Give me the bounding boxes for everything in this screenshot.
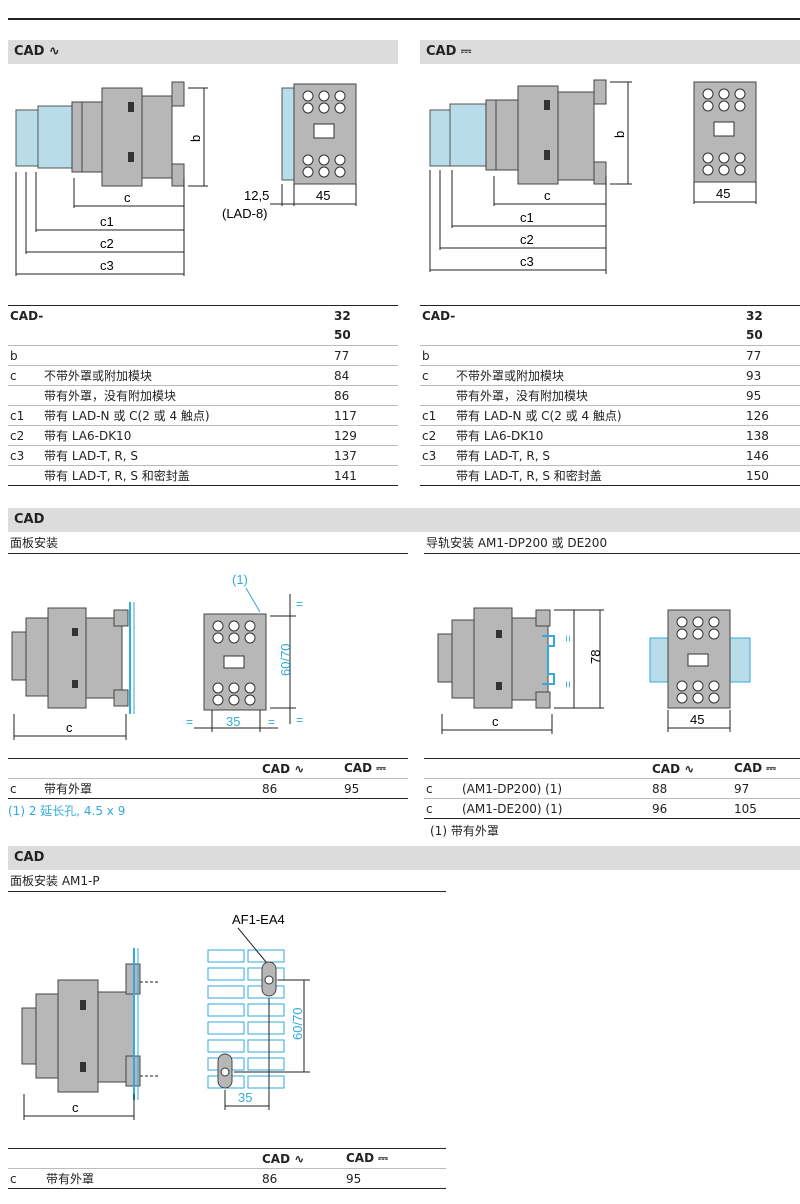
table-size-32: 32 xyxy=(744,305,800,326)
table-head-label: CAD- xyxy=(8,305,332,326)
dim-c3-label: c3 xyxy=(520,254,534,269)
dim-b-label: b xyxy=(612,131,627,138)
af1-ea4-label: AF1-EA4 xyxy=(232,912,285,927)
dim-78-label: 78 xyxy=(588,650,603,664)
note-marker-1: (1) xyxy=(232,572,248,587)
dim-height-label: 60/70 xyxy=(290,1007,305,1040)
eq-label: = xyxy=(561,681,575,688)
lad8-label: (LAD-8) xyxy=(222,206,268,221)
dim-45-label: 45 xyxy=(690,712,704,727)
col-cad-ac: CAD ∿ xyxy=(260,758,342,779)
dim-c3-label: c3 xyxy=(100,258,114,273)
section-header-cad-am1p: CAD xyxy=(8,846,800,870)
dim-height-label: 60/70 xyxy=(278,643,293,676)
figure-cad-ac-dimensions: b c c1 c2 c3 45 12,5 (LAD-8) xyxy=(15,81,357,276)
figure-cad-dc-dimensions: b c c1 c2 c3 45 xyxy=(429,79,757,274)
table-row: c (AM1-DP200) (1) 88 97 xyxy=(424,778,800,799)
dim-c1-label: c1 xyxy=(100,214,114,229)
col-cad-dc: CAD ⎓ xyxy=(344,1148,446,1169)
col-cad-ac: CAD ∿ xyxy=(650,758,732,779)
section-header-cad-panel: CAD xyxy=(8,508,800,532)
eq-label: = xyxy=(268,715,275,729)
eq-label: = xyxy=(561,635,575,642)
dim-c-label: c xyxy=(66,720,73,735)
table-am1p: CAD ∿ CAD ⎓ c 带有外罩 86 95 xyxy=(8,1148,446,1189)
top-rule xyxy=(8,18,800,20)
col-cad-dc: CAD ⎓ xyxy=(732,758,800,779)
col-cad-dc: CAD ⎓ xyxy=(342,758,408,779)
subtitle-am1p: 面板安装 AM1-P xyxy=(8,872,446,892)
col-cad-ac: CAD ∿ xyxy=(260,1148,344,1169)
dim-45-label: 45 xyxy=(716,186,730,201)
dim-c2-label: c2 xyxy=(520,232,534,247)
dim-width-label: 35 xyxy=(238,1090,252,1105)
table-size-32: 32 xyxy=(332,305,398,326)
table-head-label: CAD- xyxy=(420,305,744,326)
eq-label: = xyxy=(296,713,303,727)
dim-c-label: c xyxy=(72,1100,79,1115)
dim-c-label: c xyxy=(544,188,551,203)
dim-c1-label: c1 xyxy=(520,210,534,225)
dim-b-label: b xyxy=(188,135,203,142)
section-header-cad-ac: CAD ∿ xyxy=(8,40,398,64)
note-with-cover: (1) 带有外罩 xyxy=(430,824,499,838)
figure-panel-mount: c (1) 60/70 = = 35 = = xyxy=(11,572,303,740)
dim-c-label: c xyxy=(492,714,499,729)
dim-45-label: 45 xyxy=(316,188,330,203)
table-size-50: 50 xyxy=(744,325,800,346)
dim-c-label: c xyxy=(124,190,131,205)
table-rail-mount: CAD ∿ CAD ⎓ c (AM1-DP200) (1) 88 97 c (A… xyxy=(424,758,800,819)
table-panel-mount: CAD ∿ CAD ⎓ c 带有外罩 86 95 xyxy=(8,758,408,799)
subtitle-rail-mount: 导轨安装 AM1-DP200 或 DE200 xyxy=(424,534,800,554)
section-header-cad-dc: CAD ⎓ xyxy=(420,40,800,64)
dim-125-label: 12,5 xyxy=(244,188,269,203)
subtitle-panel-mount: 面板安装 xyxy=(8,534,408,554)
table-row: c (AM1-DE200) (1) 96 105 xyxy=(424,798,800,819)
table-row: c 带有外罩 86 95 xyxy=(8,778,408,799)
table-row: c 带有外罩 86 95 xyxy=(8,1168,446,1189)
figure-rail-mount: c 78 = = 45 xyxy=(437,607,751,734)
eq-label: = xyxy=(296,597,303,611)
eq-label: = xyxy=(186,715,193,729)
table-size-50: 50 xyxy=(332,325,398,346)
note-panel-holes: (1) 2 延长孔, 4.5 x 9 xyxy=(8,804,126,818)
figure-am1p-mount: c AF1-EA4 60/70 35 xyxy=(21,912,310,1120)
dim-c2-label: c2 xyxy=(100,236,114,251)
dim-width-label: 35 xyxy=(226,714,240,729)
